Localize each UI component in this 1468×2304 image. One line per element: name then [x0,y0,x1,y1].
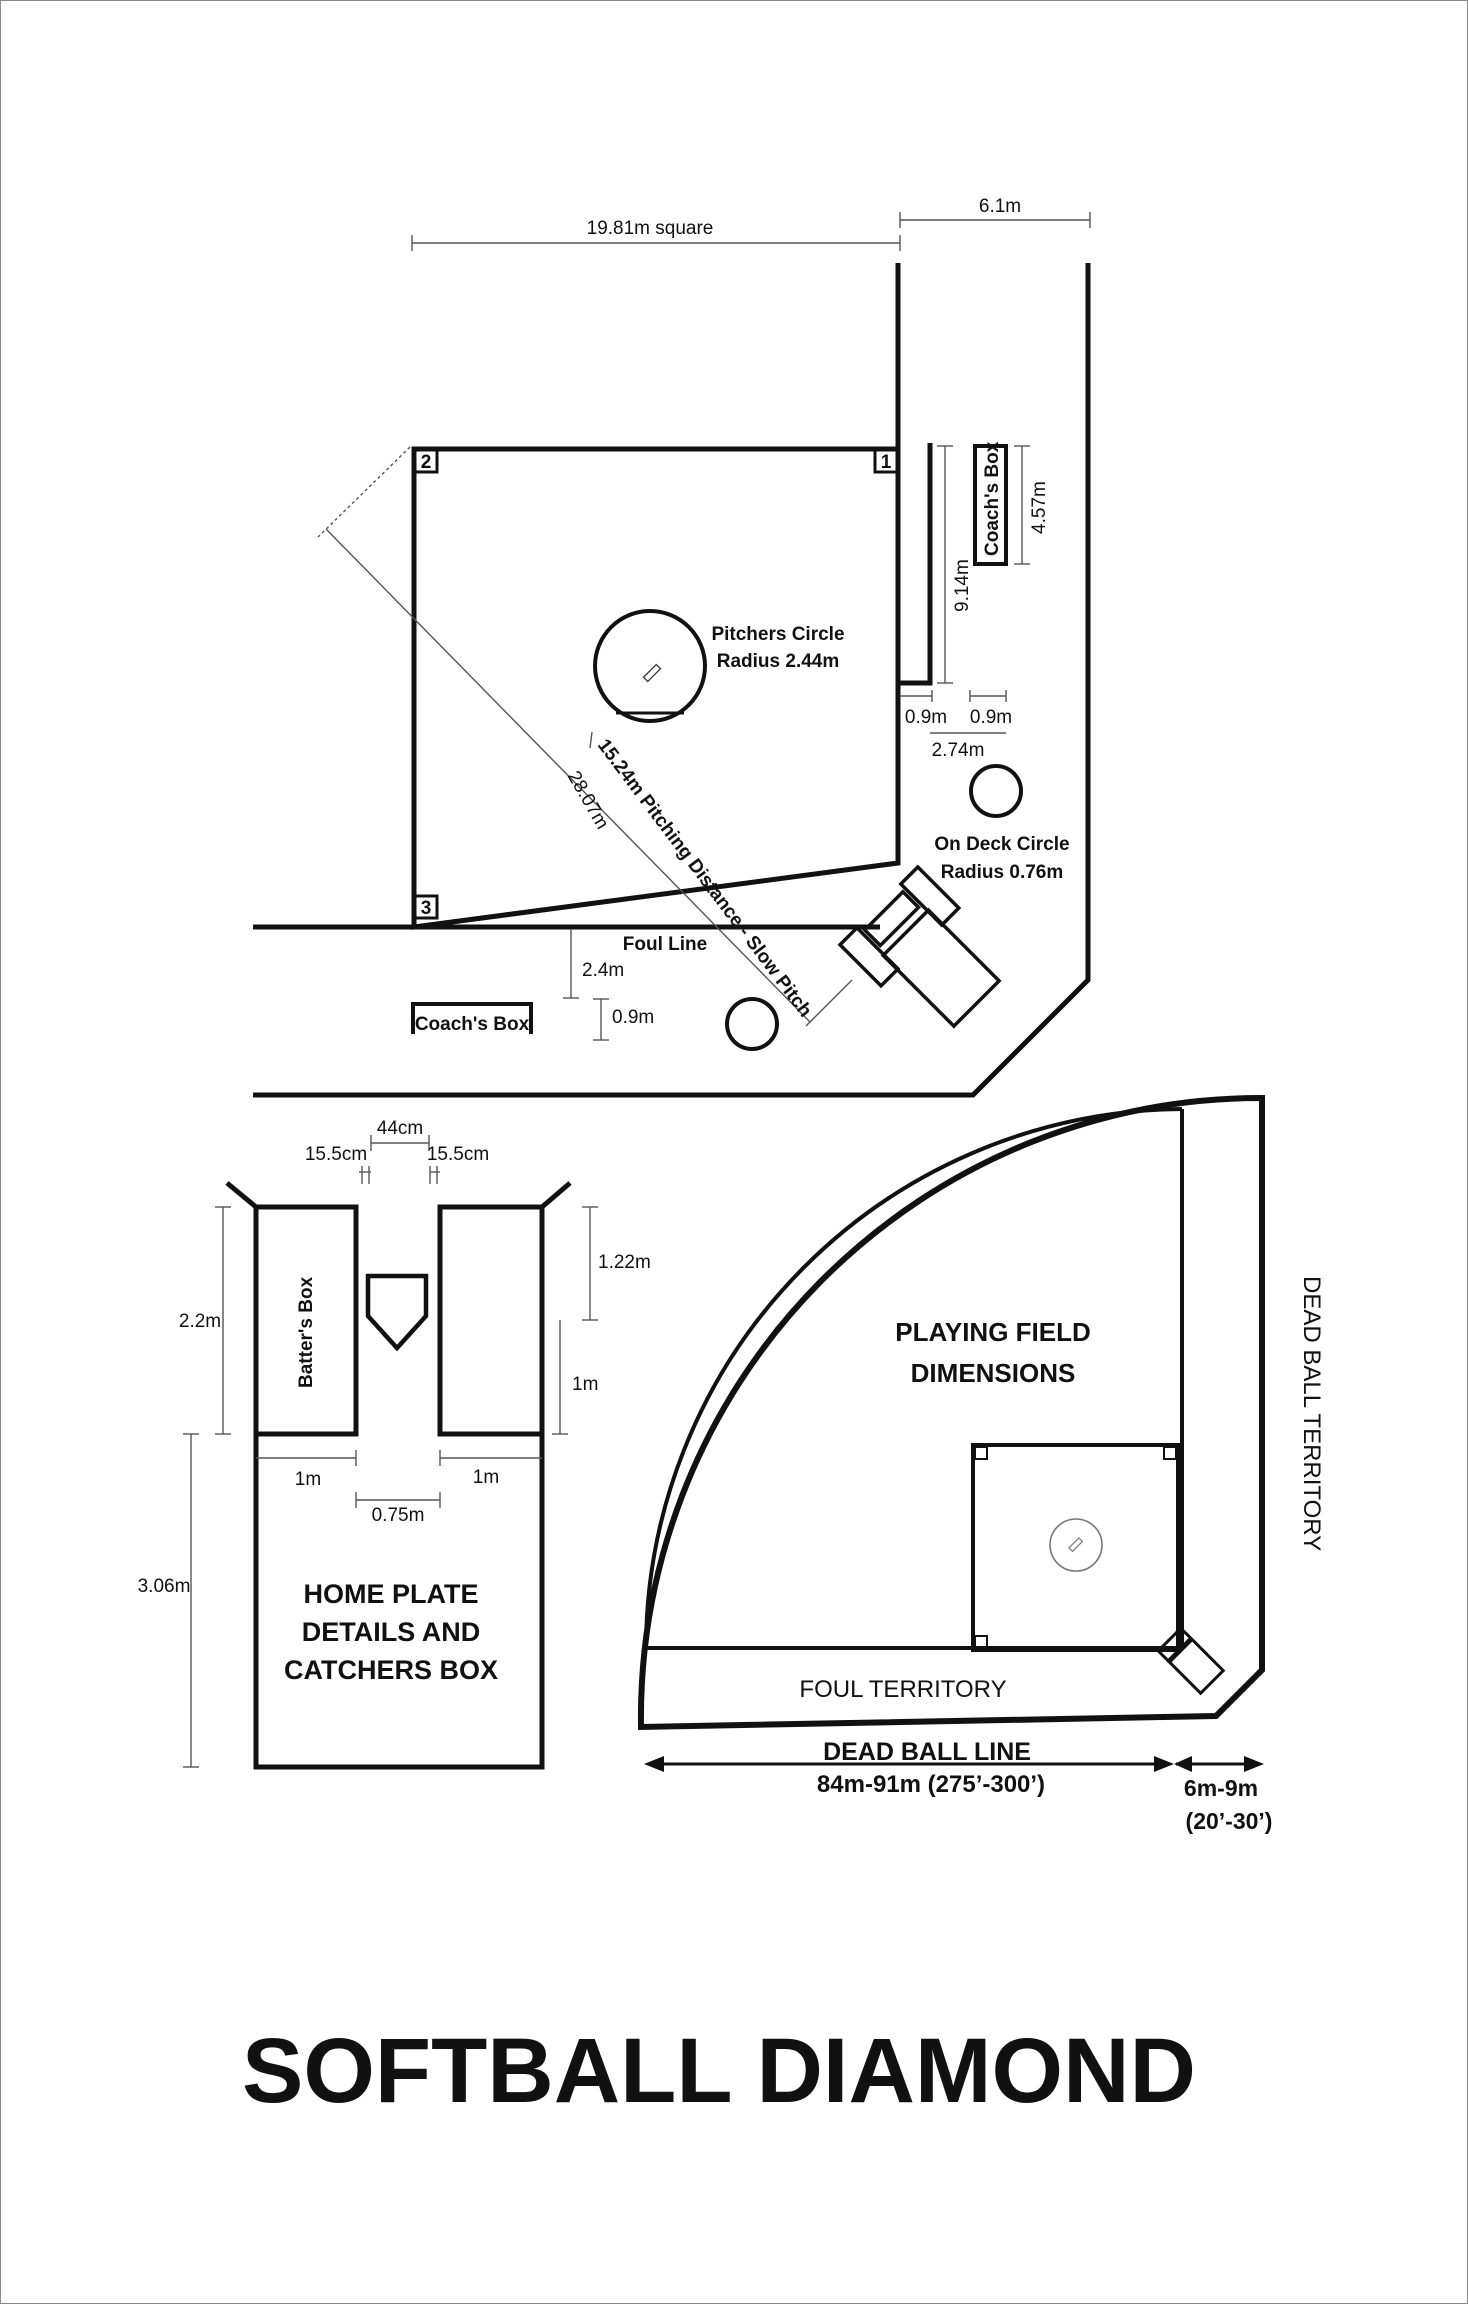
diagonal-label: 28.07m [563,768,613,833]
third-base-label: 3 [421,898,432,919]
rear-offset-label: 1m [572,1374,598,1395]
dead-ball-line-label: DEAD BALL LINE [823,1738,1031,1766]
field-pitchers-rubber [1068,1537,1084,1553]
dead-ball-arrow-left [644,1756,664,1772]
infield-square [411,446,901,930]
outfield-fence [644,1107,1183,1649]
playing-field-title-2: DIMENSIONS [911,1358,1076,1388]
pitchers-circle [593,609,707,723]
diagonal-extension-top [317,446,411,538]
dead-ball-boundary [637,1094,1265,1731]
on-deck-circle-left [725,997,779,1051]
home-plate-detail: 44cm 15.5cm 15.5cm Batter's Box 2.2m 1.2… [138,1118,651,1770]
diagonal-dimension-line [325,528,811,1023]
on-deck-radius-label: Radius 0.76m [941,862,1064,883]
home-plate-box [862,889,921,948]
dead-ball-margin-label: 6m-9m [1184,1775,1258,1801]
home-plate-area [837,864,1002,1029]
plate-width-label: 44cm [377,1118,423,1139]
foul-line-label: Foul Line [623,934,707,955]
dead-ball-territory-label: DEAD BALL TERRITORY [1298,1276,1325,1551]
field-home-plate-area [1156,1626,1226,1696]
coach-box-dimension-label: 4.57m [1029,481,1050,534]
coach-box-bottom-label: Coach's Box [415,1014,530,1035]
page-title: SOFTBALL DIAMOND [242,2020,1196,2122]
second-base [413,448,439,474]
diamond-detail: 19.81m square 6.1m 2 1 3 Pitchers Circle… [253,196,1091,1098]
pitching-distance-tick [589,731,593,749]
coach-box-bottom [411,1002,533,1034]
pitchers-radius-label: Radius 2.44m [717,651,840,672]
dead-ball-arrow-mid-left [1154,1756,1174,1772]
playing-field-title-1: PLAYING FIELD [895,1317,1091,1347]
box-gap-label: 0.75m [372,1505,425,1526]
batters-box-right [898,864,962,928]
field-pitchers-circle [1049,1518,1103,1572]
deck-offset-label: 2.74m [932,740,985,761]
coach-offset-label: 0.9m [612,1007,654,1028]
batters-box-left [837,925,901,989]
playing-field-detail: PLAYING FIELD DIMENSIONS FOUL TERRITORY … [637,1094,1325,1834]
third-base [413,894,439,920]
diagonal-extension-bottom [805,979,853,1027]
foul-offset-label: 2.4m [582,960,624,981]
second-base-label: 2 [421,452,432,473]
field-home-plate [1156,1626,1193,1663]
catchers-box [880,907,1002,1029]
dead-ball-arrow-mid-right [1174,1756,1192,1772]
field-first-base [1163,1446,1177,1460]
home-plate-caption-2: DETAILS AND [302,1617,481,1647]
batters-box-length-label: 2.2m [179,1311,221,1332]
front-offset-label: 1.22m [598,1252,651,1273]
home-plate-caption-3: CATCHERS BOX [284,1655,498,1685]
gap-a-label: 0.9m [905,707,947,728]
pitchers-circle-label: Pitchers Circle [711,624,844,645]
coach-box-right-label: Coach's Box [982,441,1003,556]
field-second-base [974,1446,988,1460]
first-base [873,448,899,474]
first-base-coach-line [898,443,933,686]
gap-b-label: 0.9m [970,707,1012,728]
batters-box-right-outline [437,1181,572,1437]
gap-left-label: 15.5cm [305,1144,367,1165]
gap-right-label: 15.5cm [427,1144,489,1165]
coach-box-right [973,444,1008,566]
dead-ball-arrow-right [1244,1756,1264,1772]
box-width-left-label: 1m [295,1469,321,1490]
field-catchers-box [1167,1637,1226,1696]
on-deck-circle-right [969,764,1023,818]
batters-box-left-outline [225,1181,359,1437]
box-width-right-label: 1m [473,1467,499,1488]
on-deck-circle-label: On Deck Circle [934,834,1069,855]
dead-ball-distance-label: 84m-91m (275’-300’) [817,1771,1045,1798]
dead-ball-margin-ft-label: (20’-30’) [1186,1808,1273,1834]
foul-territory-label: FOUL TERRITORY [799,1676,1006,1703]
first-base-label: 1 [881,452,892,473]
batters-box-label: Batter's Box [296,1276,317,1388]
field-infield [971,1443,1180,1652]
home-plate-caption-1: HOME PLATE [304,1579,479,1609]
outer-fence-line [253,263,1091,1098]
field-third-base [974,1635,988,1649]
pitchers-rubber [642,663,662,683]
home-plate [365,1273,429,1352]
coach-line-label: 9.14m [952,559,973,612]
catchers-box-outline [253,1434,545,1770]
catchers-box-length-label: 3.06m [138,1576,191,1597]
square-dimension-label: 19.81m square [587,218,714,239]
offset-dimension-label: 6.1m [979,196,1021,217]
